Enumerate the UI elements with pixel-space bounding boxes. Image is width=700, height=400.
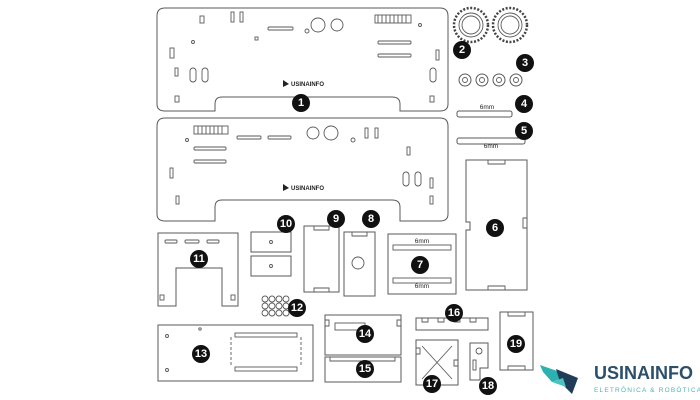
part-number-3: 3 [522,57,528,69]
rod-4: 6mm [456,104,513,118]
axle-holder-7: 6mm 6mm [387,233,457,295]
washers [458,73,523,87]
part-number-5: 5 [521,125,527,137]
part-number-13: 13 [195,348,207,360]
motor-support-11 [157,232,239,307]
part-badge-3: 3 [516,54,534,72]
part-badge-1: 1 [292,94,310,112]
rod-5: 6mm [456,137,526,150]
usinainfo-logo-mark [540,365,578,394]
part-badge-5: 5 [515,122,533,140]
part-badge-2: 2 [453,41,471,59]
part-badge-12: 12 [288,299,306,317]
part-number-4: 4 [521,98,528,110]
plate-brand-text-bottom: USINAINFO [291,186,324,192]
part-badge-14: 14 [356,325,374,343]
board-base-13 [157,324,314,382]
gears [452,6,529,44]
logo-name: USINAINFO [594,363,693,383]
holder-7-bottom-label: 6mm [415,283,429,290]
part-number-12: 12 [291,302,303,314]
part-number-7: 7 [417,259,423,271]
part-badge-17: 17 [423,375,441,393]
part-number-1: 1 [298,97,304,109]
plate-brand-mark-top: USINAINFO [283,80,324,88]
part-number-17: 17 [426,378,438,390]
box-panel-8 [343,231,376,297]
part-badge-7: 7 [411,256,429,274]
spacers-12 [261,295,290,317]
holder-7-top-label: 6mm [415,238,429,245]
part-badge-15: 15 [356,360,374,378]
part-badge-9: 9 [327,210,345,228]
part-badge-6: 6 [486,219,504,237]
usinainfo-logo: USINAINFO ELETRÔNICA & ROBÓTICA [540,363,700,394]
part-badge-4: 4 [515,95,533,113]
rod-5-label: 6mm [484,143,498,150]
clip-18 [469,342,489,381]
bracket-10 [250,231,292,277]
part-badge-13: 13 [192,345,210,363]
box-panel-9 [303,225,340,293]
part-number-19: 19 [510,338,522,350]
top-chassis-plate: USINAINFO [156,7,449,112]
part-badge-16: 16 [445,304,463,322]
logo-tagline: ELETRÔNICA & ROBÓTICA [594,385,700,394]
part-badge-11: 11 [190,250,208,268]
part-number-15: 15 [359,363,371,375]
part-number-11: 11 [193,253,205,265]
part-number-10: 10 [280,218,292,230]
part-badge-18: 18 [479,377,497,395]
part-number-8: 8 [368,213,374,225]
part-badge-19: 19 [507,335,525,353]
plate-brand-mark-bottom: USINAINFO [283,184,324,192]
plate-brand-text-top: USINAINFO [291,82,324,88]
part-number-18: 18 [482,380,494,392]
part-badge-10: 10 [277,215,295,233]
part-number-6: 6 [492,222,498,234]
frame-17 [415,339,459,386]
part-number-14: 14 [359,328,372,340]
part-number-16: 16 [448,307,460,319]
part-badge-8: 8 [362,210,380,228]
bottom-chassis-plate: USINAINFO [156,117,449,222]
rod-4-label: 6mm [480,104,494,111]
part-number-2: 2 [459,44,465,56]
part-number-9: 9 [333,213,339,225]
